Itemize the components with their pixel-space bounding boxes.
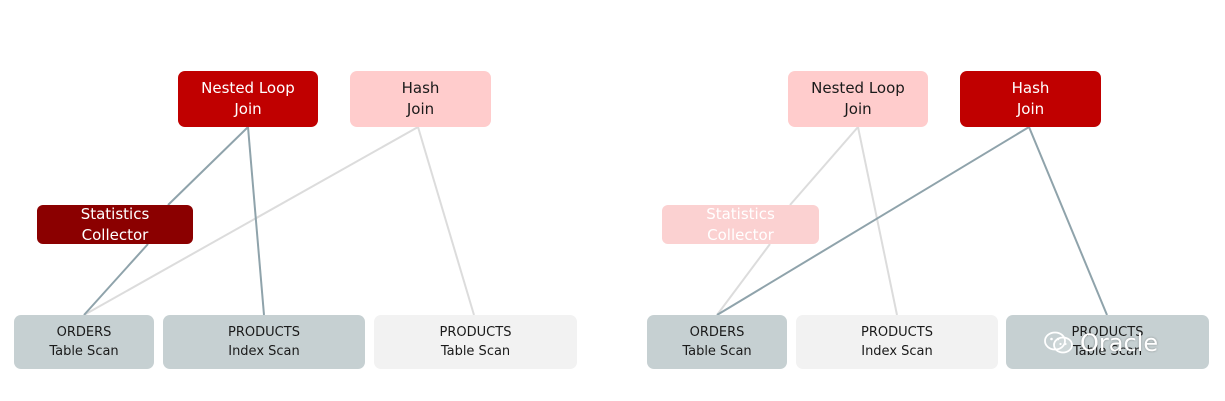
node-label: Join bbox=[406, 100, 435, 118]
node-label: Index Scan bbox=[228, 344, 300, 359]
watermark-text: Oracle bbox=[1080, 329, 1159, 357]
node-label: Index Scan bbox=[861, 344, 933, 359]
node-label: PRODUCTS bbox=[439, 325, 512, 340]
node-label: Collector bbox=[81, 225, 149, 244]
node-label: Table Scan bbox=[1072, 344, 1143, 359]
node-label: Table Scan bbox=[440, 344, 511, 359]
right-hash-to-products-table-line bbox=[1028, 126, 1108, 316]
left-hash-join: Hash Join bbox=[350, 71, 491, 127]
right-nested-loop-join: Nested Loop Join bbox=[788, 71, 928, 127]
node-label: Join bbox=[1016, 100, 1045, 118]
left-orders-table-scan: ORDERS Table Scan bbox=[14, 315, 154, 369]
right-hash-join: Hash Join bbox=[960, 71, 1101, 127]
node-label: PRODUCTS bbox=[1071, 325, 1144, 340]
node-label: Nested Loop bbox=[201, 79, 295, 97]
watermark: Oracle bbox=[1044, 329, 1158, 357]
node-label: Join bbox=[844, 100, 872, 118]
left-nl-to-products-index-line bbox=[247, 126, 265, 316]
right-products-index-scan: PRODUCTS Index Scan bbox=[796, 315, 998, 369]
right-nl-to-products-index-line bbox=[857, 126, 898, 316]
node-label: Statistics bbox=[80, 204, 150, 223]
left-products-index-scan: PRODUCTS Index Scan bbox=[163, 315, 365, 369]
left-nl-to-stats-line bbox=[167, 126, 249, 206]
node-label: Nested Loop bbox=[811, 79, 905, 97]
node-label: PRODUCTS bbox=[228, 325, 300, 340]
right-nl-to-stats-line bbox=[789, 126, 859, 206]
node-label: ORDERS bbox=[689, 325, 745, 340]
right-products-table-scan: PRODUCTS Table Scan bbox=[1006, 315, 1209, 369]
left-nested-loop-join: Nested Loop Join bbox=[178, 71, 318, 127]
node-label: Table Scan bbox=[49, 344, 119, 359]
node-label: Collector bbox=[707, 225, 774, 244]
right-statistics-collector: Statistics Collector bbox=[662, 205, 819, 244]
node-label: Join bbox=[234, 100, 262, 118]
left-products-table-scan: PRODUCTS Table Scan bbox=[374, 315, 577, 369]
node-label: Hash bbox=[1011, 79, 1050, 97]
node-label: Table Scan bbox=[682, 344, 752, 359]
right-orders-table-scan: ORDERS Table Scan bbox=[647, 315, 787, 369]
left-hash-to-orders-line bbox=[83, 126, 419, 316]
node-label: ORDERS bbox=[56, 325, 112, 340]
node-label: PRODUCTS bbox=[861, 325, 933, 340]
left-statistics-collector: Statistics Collector bbox=[37, 205, 193, 244]
right-stats-to-orders-line bbox=[716, 243, 771, 316]
right-hash-to-orders-line bbox=[716, 126, 1030, 316]
left-hash-to-products-table-line bbox=[417, 126, 475, 316]
left-stats-to-orders-line bbox=[83, 243, 149, 316]
wechat-icon bbox=[1044, 331, 1073, 354]
node-label: Hash bbox=[401, 79, 440, 97]
node-label: Statistics bbox=[706, 204, 775, 223]
